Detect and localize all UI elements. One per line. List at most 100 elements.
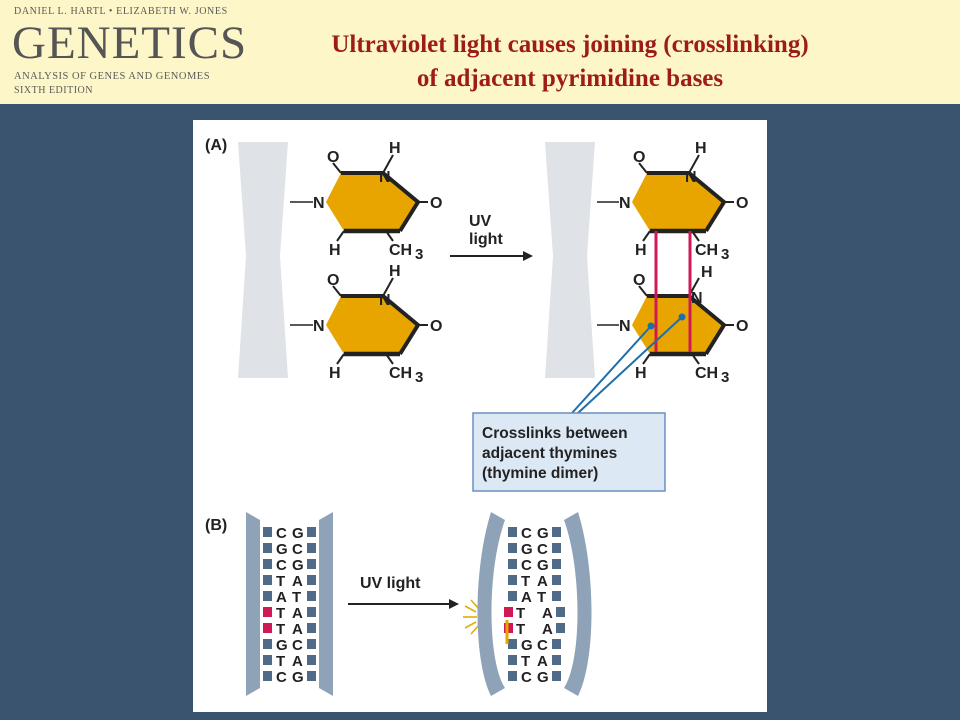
atom-h: H <box>635 365 647 382</box>
base-block <box>552 543 561 553</box>
uv-light-label-b: UV light <box>360 575 421 592</box>
base-letter: T <box>276 653 285 670</box>
base-block <box>508 575 517 585</box>
uv-label-line2: light <box>469 231 503 248</box>
thymine-marker <box>504 607 513 617</box>
atom-ch: CH <box>695 365 718 382</box>
base-block <box>508 559 517 569</box>
base-block <box>552 639 561 649</box>
base-letter: A <box>292 573 303 590</box>
base-letter: C <box>521 525 532 542</box>
crosslink-callout-line1: Crosslinks between <box>482 425 628 442</box>
base-letter: T <box>276 573 285 590</box>
atom-o: O <box>736 318 748 335</box>
atom-n: N <box>379 292 391 309</box>
base-block <box>552 671 561 681</box>
atom-ch: CH <box>389 365 412 382</box>
title-line-2: of adjacent pyrimidine bases <box>416 65 724 92</box>
thymine-after-top: O H N N O H CH 3 <box>597 140 748 263</box>
thymine-before-top: O H N N O H CH 3 <box>290 140 442 263</box>
base-letter: C <box>521 669 532 686</box>
base-letter: A <box>542 605 553 622</box>
base-block <box>508 671 517 681</box>
base-block <box>552 559 561 569</box>
base-letter: C <box>537 541 548 558</box>
base-letter: G <box>292 557 304 574</box>
atom-h: H <box>329 242 341 259</box>
base-letter: G <box>537 525 549 542</box>
base-block <box>263 671 272 681</box>
base-letter: A <box>537 653 548 670</box>
base-letter: C <box>276 669 287 686</box>
base-letter: G <box>521 541 533 558</box>
base-block <box>552 591 561 601</box>
dna-strand-right-b <box>564 512 592 696</box>
base-block <box>307 591 316 601</box>
atom-ch: CH <box>695 242 718 259</box>
base-letter: G <box>521 637 533 654</box>
logo-edition: SIXTH EDITION <box>14 85 93 96</box>
base-letter: G <box>292 525 304 542</box>
atom-subscript: 3 <box>415 246 423 263</box>
base-letter: T <box>516 605 525 622</box>
panel-b-label: (B) <box>205 517 227 534</box>
atom-n: N <box>619 318 631 335</box>
dna-strand-left-b <box>477 512 505 696</box>
pointer-line <box>577 316 683 414</box>
thymine-marker <box>263 623 272 633</box>
base-block <box>552 527 561 537</box>
base-letter: G <box>276 637 288 654</box>
figure-svg: (A) (B) O H N N O H CH 3 O H N <box>205 137 748 696</box>
base-letter: A <box>542 621 553 638</box>
atom-o: O <box>430 318 442 335</box>
atom-n: N <box>313 318 325 335</box>
slide-header: DANIEL L. HARTL • ELIZABETH W. JONES GEN… <box>0 0 960 104</box>
crosslink-callout-line3: (thymine dimer) <box>482 465 598 482</box>
atom-h: H <box>389 263 401 280</box>
base-letter: T <box>521 573 530 590</box>
base-letter: G <box>537 557 549 574</box>
logo-subtitle: ANALYSIS OF GENES AND GENOMES <box>14 71 211 82</box>
atom-h: H <box>389 140 401 157</box>
pointer-line <box>571 325 652 414</box>
logo-authors: DANIEL L. HARTL • ELIZABETH W. JONES <box>14 6 228 17</box>
dna-strand-right-a <box>319 512 333 696</box>
base-block <box>307 671 316 681</box>
base-letter: C <box>521 557 532 574</box>
title-line-1: Ultraviolet light causes joining (crossl… <box>331 31 809 58</box>
backbone-left <box>238 142 288 378</box>
base-block <box>508 527 517 537</box>
base-block <box>307 623 316 633</box>
atom-subscript: 3 <box>721 369 729 386</box>
base-block <box>556 607 565 617</box>
atom-o: O <box>430 195 442 212</box>
backbone-right <box>545 142 595 378</box>
thymine-before-bottom: O H N N O H CH 3 <box>290 263 442 386</box>
crosslink-callout-line2: adjacent thymines <box>482 445 617 462</box>
base-block <box>307 607 316 617</box>
base-letter: T <box>292 589 301 606</box>
pointer-dot <box>647 322 655 330</box>
base-block <box>508 543 517 553</box>
atom-subscript: 3 <box>415 369 423 386</box>
atom-n: N <box>685 169 697 186</box>
atom-o: O <box>633 272 645 289</box>
base-letter: A <box>292 621 303 638</box>
thymine-marker <box>263 607 272 617</box>
atom-h: H <box>635 242 647 259</box>
base-letter: T <box>516 621 525 638</box>
base-letter: G <box>537 669 549 686</box>
crosslink-callout-box <box>472 412 666 492</box>
base-block <box>307 527 316 537</box>
base-letter: T <box>521 653 530 670</box>
atom-n: N <box>313 195 325 212</box>
base-block <box>263 591 272 601</box>
atom-o: O <box>327 272 339 289</box>
atom-subscript: 3 <box>721 246 729 263</box>
atom-n: N <box>691 290 703 307</box>
base-block <box>508 591 517 601</box>
base-block <box>552 575 561 585</box>
base-block <box>263 575 272 585</box>
genetics-book-logo: DANIEL L. HARTL • ELIZABETH W. JONES GEN… <box>12 6 247 98</box>
